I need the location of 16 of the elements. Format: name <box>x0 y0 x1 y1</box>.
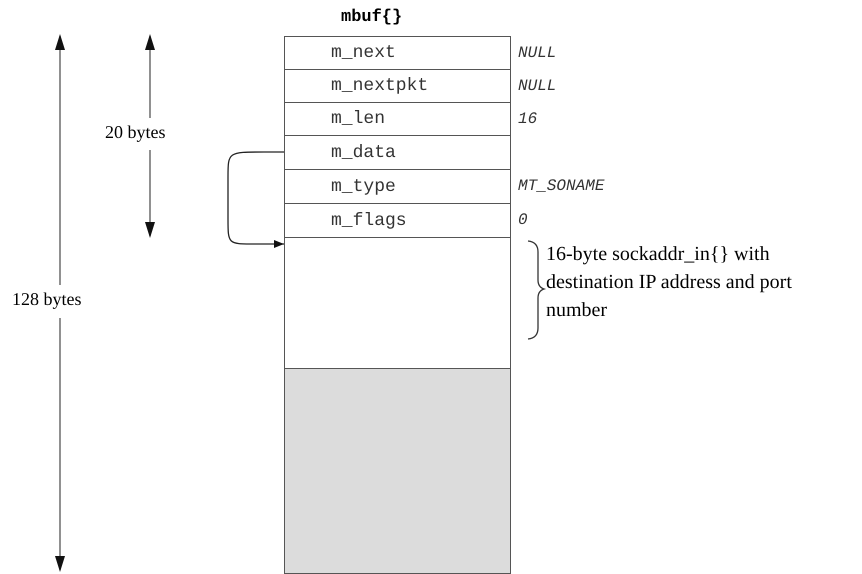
unused-area <box>284 368 511 574</box>
field-value: NULL <box>518 76 556 96</box>
field-row: m_type <box>284 169 511 204</box>
struct-title: mbuf{} <box>341 7 402 29</box>
field-value: MT_SONAME <box>518 176 604 196</box>
annotation: 16-byte sockaddr_in{} with destination IP address and port number <box>546 242 793 323</box>
curved-arrow <box>227 151 284 248</box>
field-value: 16 <box>518 108 538 128</box>
field-row: m_len <box>284 102 511 136</box>
data-area <box>284 237 511 369</box>
field-row: m_flags <box>284 203 511 238</box>
field-value: 0 <box>518 210 528 230</box>
field-row: m_next <box>284 36 511 70</box>
field-row: m_nextpkt <box>284 69 511 103</box>
field-row: m_data <box>284 135 511 170</box>
field-value: NULL <box>518 42 556 62</box>
